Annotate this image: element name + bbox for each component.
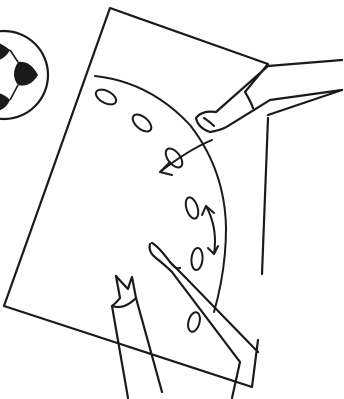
perforation-hole	[183, 196, 200, 220]
perforation-hole	[93, 87, 118, 108]
perforation-hole	[191, 248, 204, 271]
perforation-hole	[186, 311, 202, 333]
forceps-right-tip	[196, 60, 342, 132]
scissors-bottom-left-blade	[112, 276, 162, 398]
perforation-hole	[130, 111, 155, 134]
double-arrow-icon	[202, 206, 218, 254]
perforation-holes	[93, 87, 203, 334]
soccer-ball-icon	[0, 31, 48, 119]
scissors-top-blade	[150, 243, 258, 398]
